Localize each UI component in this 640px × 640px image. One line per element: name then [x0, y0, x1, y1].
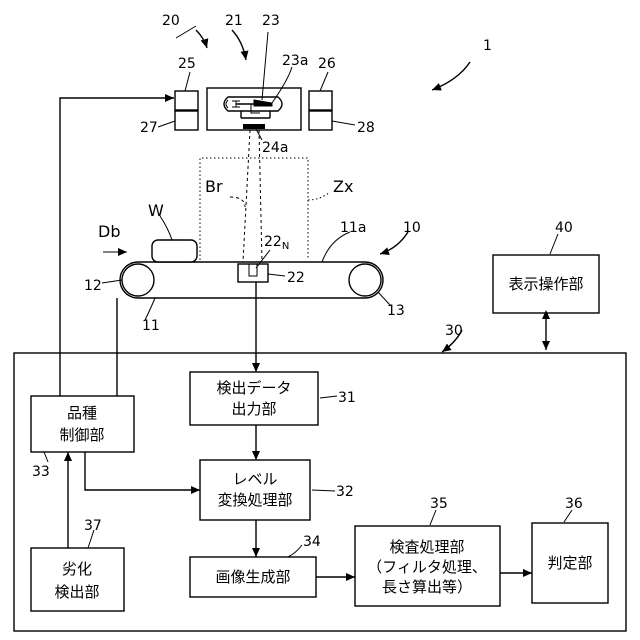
inspection-processing-label-1: 検査処理部: [389, 538, 464, 556]
degradation-detection-label-1: 劣化: [62, 560, 92, 578]
ref-32-leader: [312, 490, 335, 491]
ref-31: 31: [338, 390, 356, 406]
ref-26: 26: [318, 56, 336, 72]
ref-27: 27: [140, 120, 158, 136]
display-operation-label: 表示操作部: [508, 275, 583, 293]
label-br: Br: [205, 177, 223, 196]
ref-37: 37: [84, 518, 102, 534]
detector-22: [238, 264, 268, 282]
detection-output-label-1: 検出データ: [216, 379, 291, 397]
workpiece-w: [152, 240, 197, 262]
ref-13: 13: [387, 303, 405, 319]
ref-36: 36: [565, 496, 583, 512]
box-25: [175, 91, 198, 110]
ref-12-leader: [102, 280, 122, 283]
roller-12: [122, 264, 154, 296]
ref-28-leader: [332, 121, 355, 125]
ref-34: 34: [303, 534, 321, 550]
ref-1-arrow: [432, 62, 470, 90]
ref-28: 28: [357, 120, 375, 136]
level-conversion-label-1: レベル: [232, 470, 277, 488]
ref-33: 33: [32, 464, 50, 480]
ref-35: 35: [430, 496, 448, 512]
ref-22n: 22N: [264, 234, 289, 252]
ref-27-leader: [158, 121, 175, 127]
ref-34-leader: [288, 545, 302, 557]
box-28: [309, 111, 332, 130]
br-leader: [230, 197, 245, 207]
ref-25: 25: [178, 56, 196, 72]
ref-1: 1: [483, 38, 492, 54]
ref-21-arrow: [232, 30, 246, 60]
ref-31-leader: [320, 396, 337, 398]
ref-40: 40: [555, 220, 573, 236]
label-zx: Zx: [333, 177, 353, 196]
label-w: W: [148, 201, 164, 220]
ref-26-leader: [320, 72, 328, 91]
ref-24a: 24a: [262, 140, 288, 156]
ref-22-leader: [268, 274, 285, 276]
product-control-label-2: 制御部: [59, 426, 104, 444]
ref-11a-leader: [322, 232, 350, 262]
level-conversion-block: [200, 460, 310, 520]
level-conversion-label-2: 変換処理部: [217, 491, 292, 509]
ref-21: 21: [225, 13, 243, 29]
ref-20-arrow: [196, 30, 207, 48]
ref-35-leader: [430, 510, 436, 525]
ref-22: 22: [287, 270, 305, 286]
ref-33-leader: [44, 452, 48, 462]
ref-23: 23: [262, 13, 280, 29]
image-generation-label: 画像生成部: [215, 568, 290, 586]
box-27: [175, 111, 198, 130]
judgment-label: 判定部: [547, 554, 592, 572]
ref-12: 12: [84, 278, 102, 294]
slit-window-24a: [243, 124, 265, 129]
inspection-processing-label-3: 長さ算出等）: [382, 578, 472, 596]
xray-source-assembly: [175, 88, 332, 130]
ref-23a: 23a: [282, 53, 308, 69]
ref-30: 30: [445, 323, 463, 339]
detection-output-label-2: 出力部: [231, 400, 276, 418]
letter-labels: W Db Br Zx: [98, 177, 353, 241]
conveyor: [103, 240, 383, 298]
label-db: Db: [98, 222, 120, 241]
inspection-processing-label-2: （フィルタ処理、: [367, 558, 487, 576]
control-to-level-arrow: [85, 452, 200, 490]
roller-13: [349, 264, 381, 296]
irradiation-zone-zx: [200, 158, 308, 260]
block-labels: 表示操作部 検出データ 出力部 レベル 変換処理部 品種 制御部 劣化 検出部 …: [54, 275, 592, 601]
degradation-detection-label-2: 検出部: [54, 583, 99, 601]
degradation-detection-block: [31, 548, 124, 611]
ref-11a: 11a: [340, 220, 366, 236]
ref-20: 20: [162, 13, 180, 29]
ref-32: 32: [336, 484, 354, 500]
xray-tube-housing: [207, 88, 301, 130]
product-control-label-1: 品種: [67, 404, 97, 422]
ref-40-leader: [550, 234, 558, 254]
ref-11-leader: [145, 298, 155, 320]
box-26: [309, 91, 332, 110]
ref-25-leader: [185, 72, 190, 91]
ref-10: 10: [403, 220, 421, 236]
ref-11: 11: [142, 318, 160, 334]
